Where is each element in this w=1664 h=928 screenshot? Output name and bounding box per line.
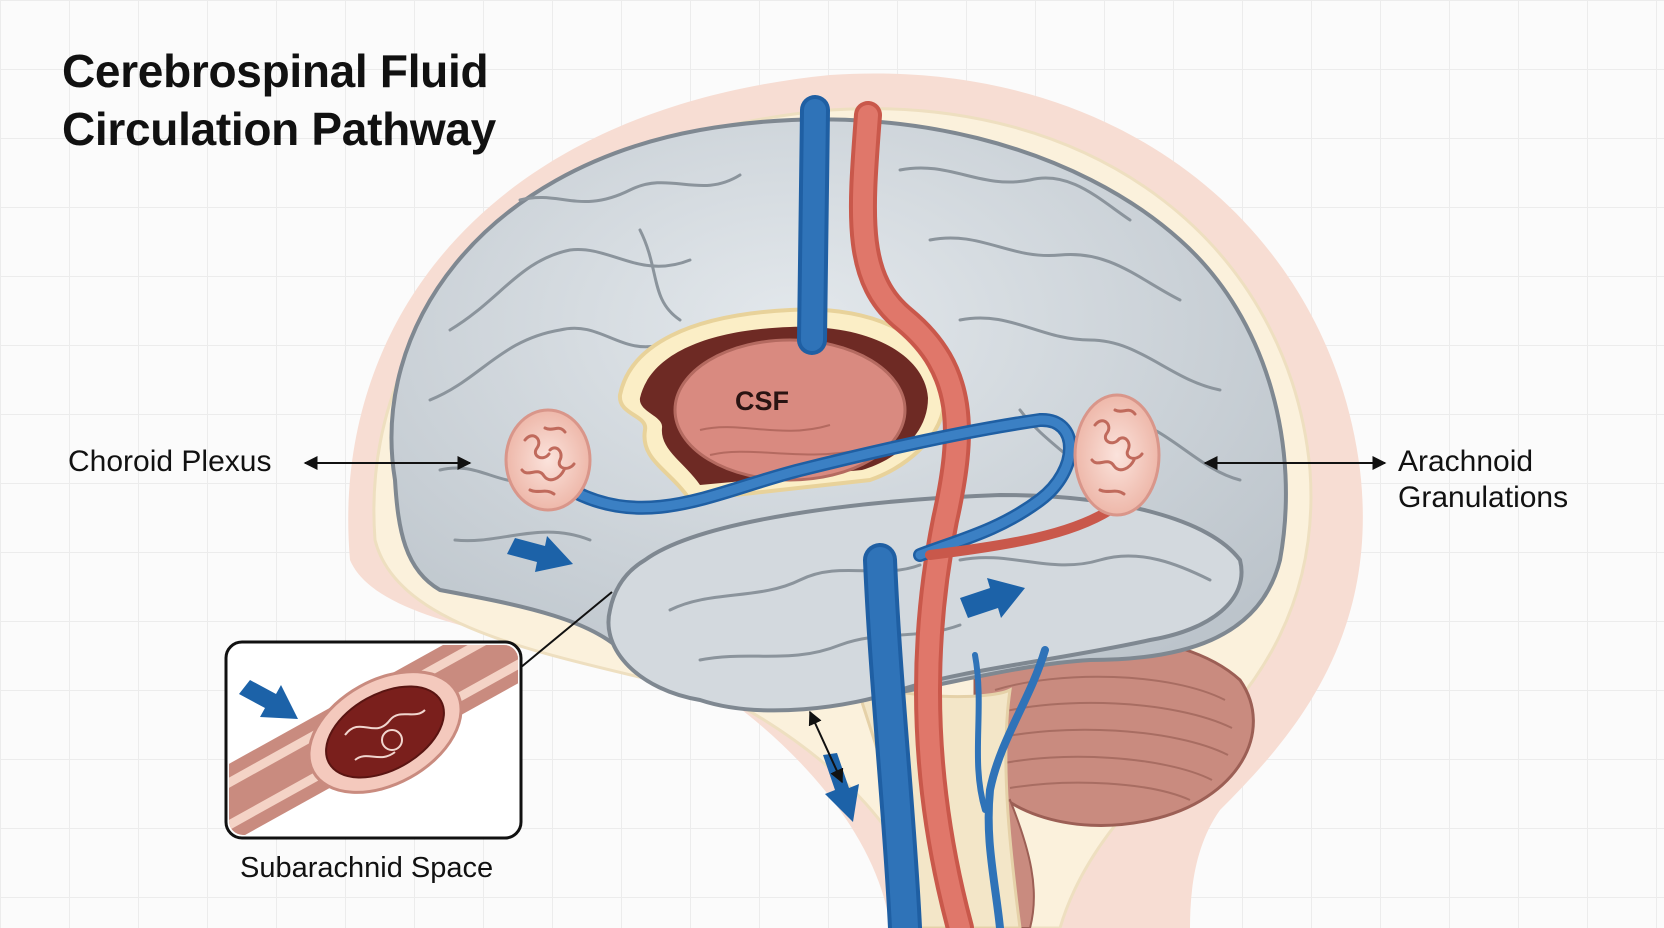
title-line-2: Circulation Pathway bbox=[62, 103, 496, 155]
outflow-pointer bbox=[808, 710, 844, 784]
arachnoid-label-line-2: Granulations bbox=[1398, 481, 1569, 514]
arachnoid-granulation bbox=[1073, 393, 1161, 517]
flow-arrow-2 bbox=[960, 578, 1025, 618]
arachnoid-label-line-1: Arachnoid bbox=[1398, 445, 1534, 478]
blood-vessels bbox=[568, 95, 1115, 928]
choroid-plexus-label: Choroid Plexus bbox=[68, 445, 272, 478]
title-line-1: Cerebrospinal Fluid bbox=[62, 45, 489, 97]
choroid-plexus bbox=[504, 408, 592, 512]
subarachnoid-inset bbox=[224, 640, 523, 840]
arachnoid-granulations-label: Arachnoid Granulations bbox=[1398, 444, 1568, 516]
flow-arrow-1 bbox=[507, 536, 573, 572]
csf-pool bbox=[673, 338, 907, 482]
inset-flow-arrow bbox=[239, 680, 298, 719]
csf-label: CSF bbox=[735, 386, 789, 416]
inset-callout-line bbox=[519, 591, 613, 669]
page-title: Cerebrospinal Fluid Circulation Pathway bbox=[62, 42, 496, 158]
subarachnoid-space-label: Subarachnid Space bbox=[240, 852, 494, 884]
